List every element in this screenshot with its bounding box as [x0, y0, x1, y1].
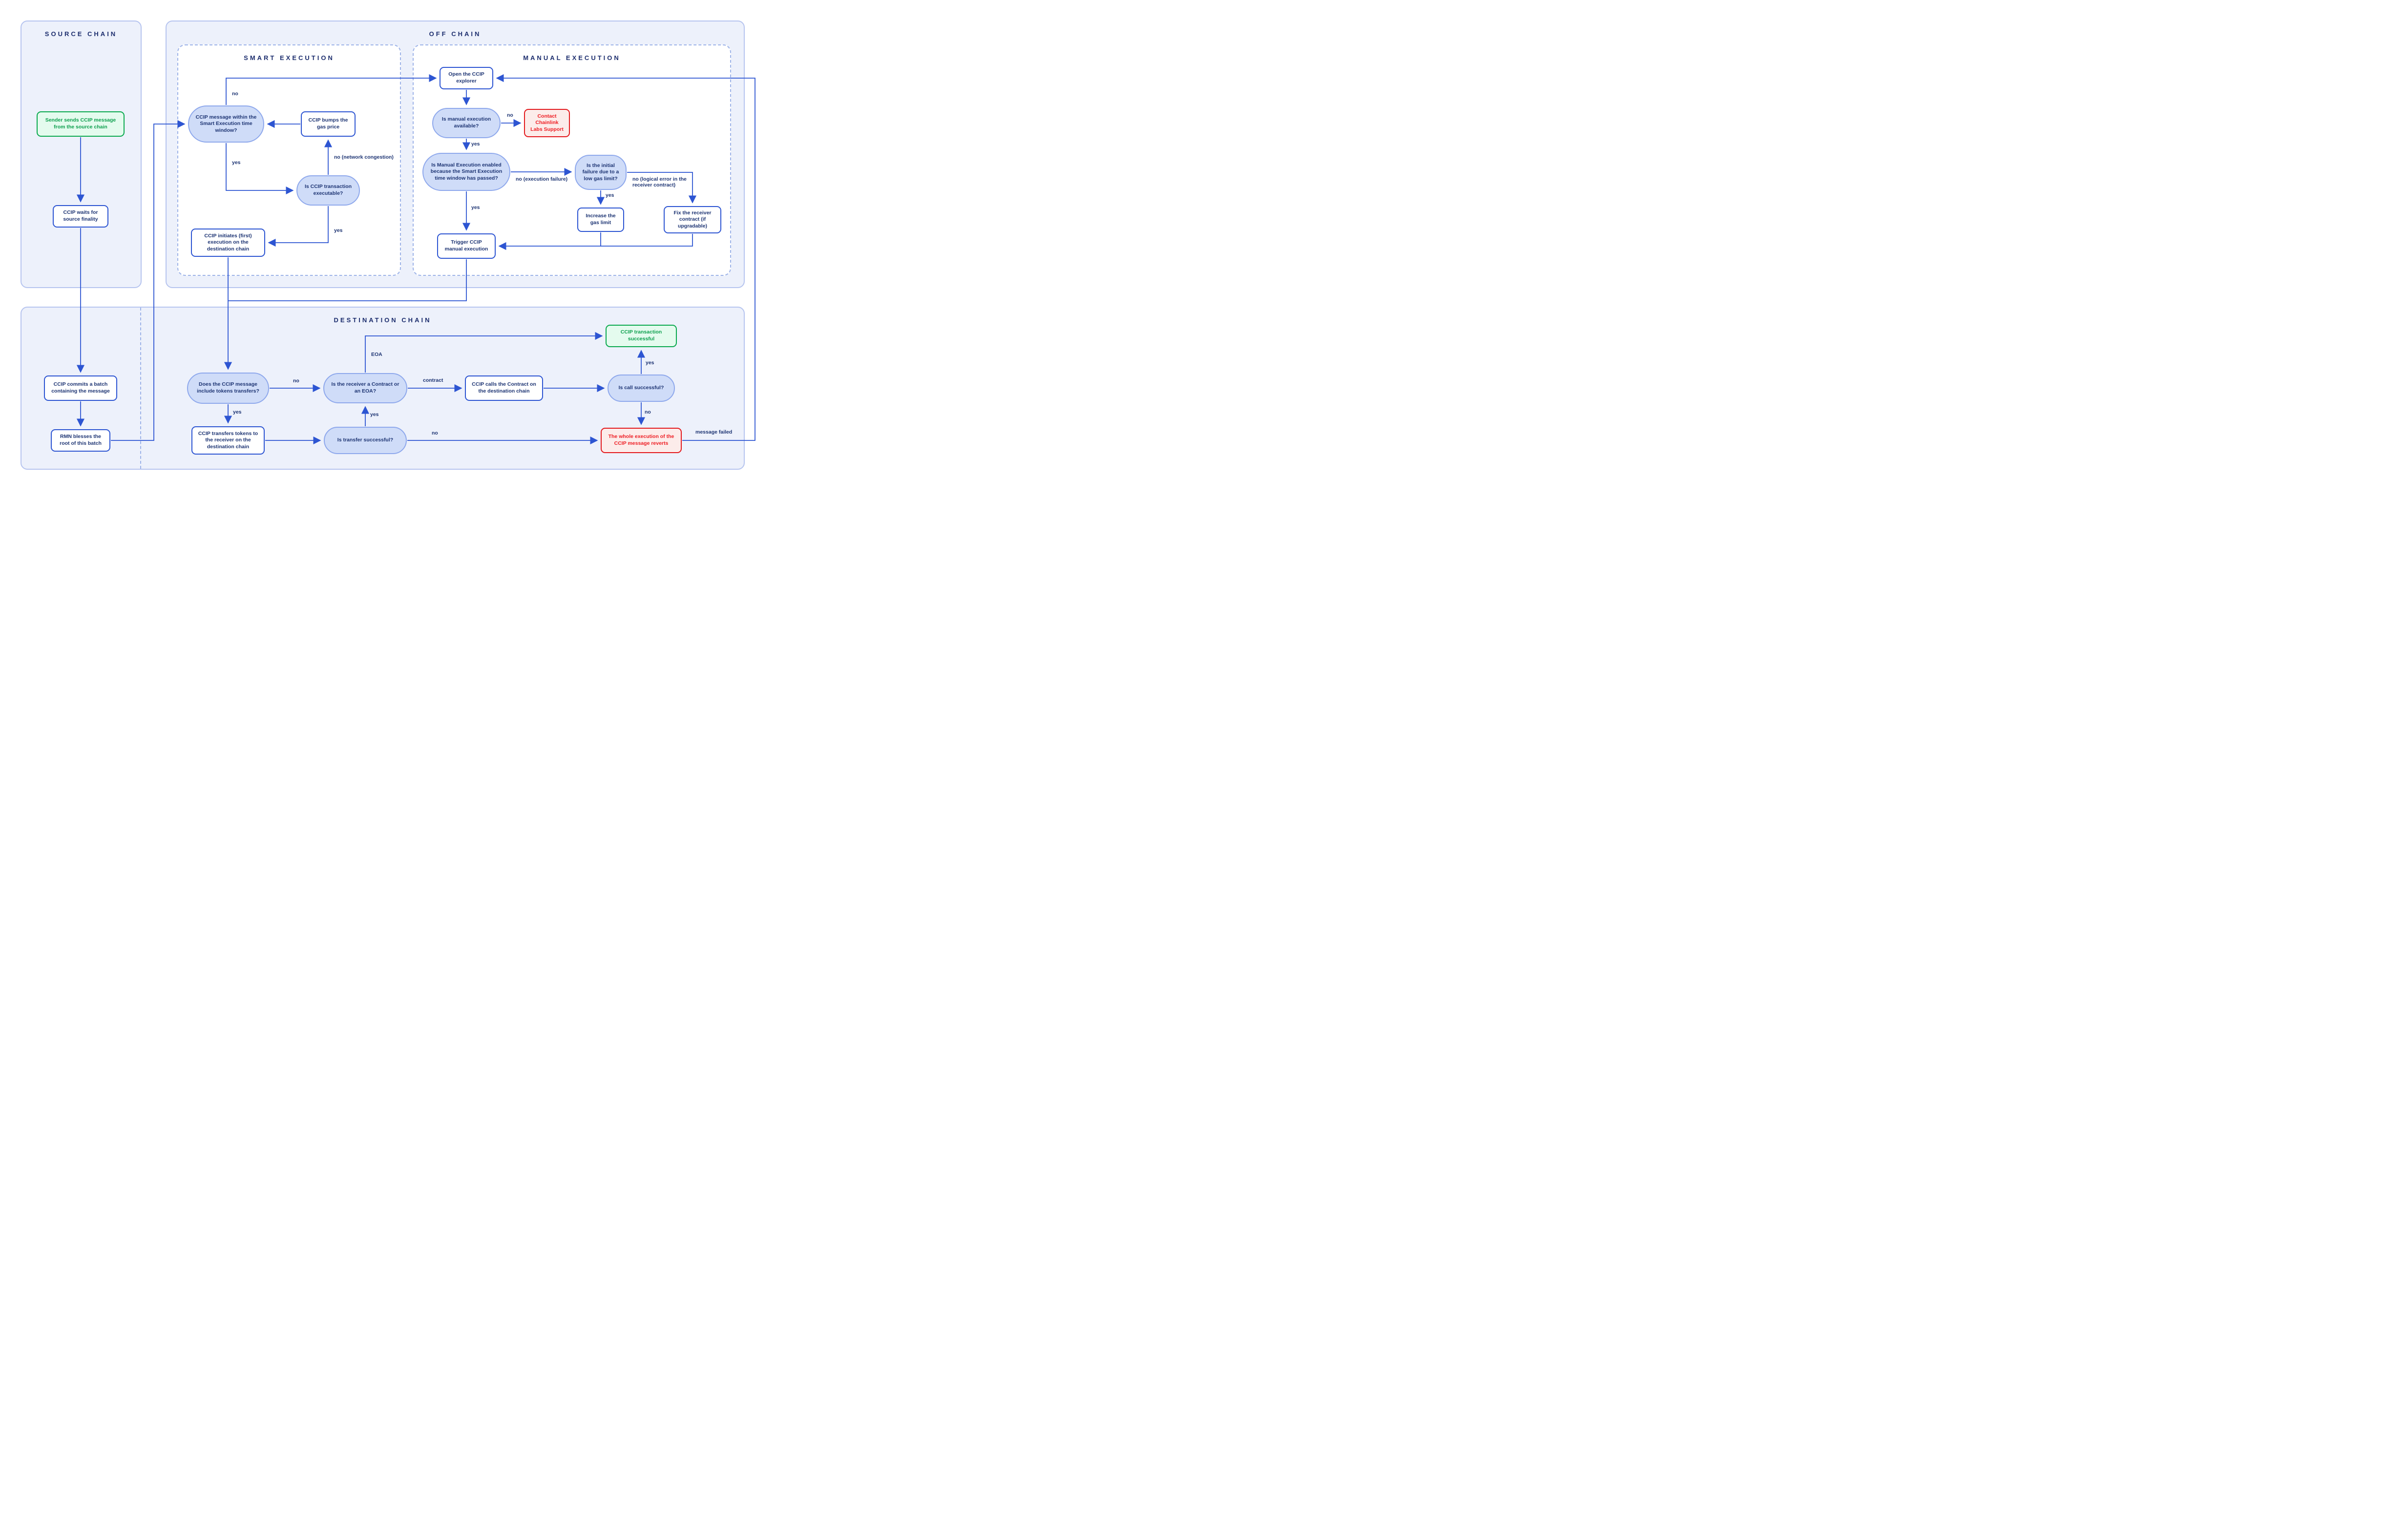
- label-manual-enabled-yes: yes: [471, 205, 480, 210]
- node-open-ccip-explorer: Open the CCIP explorer: [440, 67, 493, 89]
- node-ccip-initiates-execution: CCIP initiates (first) execution on the …: [191, 229, 265, 257]
- node-ccip-transfers-tokens: CCIP transfers tokens to the receiver on…: [191, 426, 265, 455]
- label-tokens-no: no: [293, 378, 299, 384]
- edge-receiver-eoa-to-success: [365, 332, 603, 373]
- label-manual-available-no: no: [507, 112, 513, 118]
- node-trigger-manual-execution: Trigger CCIP manual execution: [437, 233, 496, 259]
- decision-manual-execution-enabled: Is Manual Execution enabled because the …: [422, 153, 510, 191]
- label-contract: contract: [423, 377, 443, 383]
- off-chain-title: OFF CHAIN: [429, 30, 482, 38]
- node-rmn-blesses-root: RMN blesses the root of this batch: [51, 429, 110, 452]
- edge-trigger-to-junction: [228, 259, 467, 301]
- decision-receiver-contract-or-eoa: Is the receiver a Contract or an EOA?: [323, 373, 407, 403]
- node-ccip-commits-batch: CCIP commits a batch containing the mess…: [44, 375, 117, 401]
- decision-is-call-successful: Is call successful?: [608, 375, 675, 402]
- destination-chain-title: DESTINATION CHAIN: [334, 316, 432, 324]
- node-fix-receiver-contract: Fix the receiver contract (if upgradable…: [664, 206, 721, 233]
- label-eoa: EOA: [371, 352, 382, 357]
- edge-window-no-to-explorer: [226, 74, 437, 105]
- label-executable-yes: yes: [334, 228, 343, 233]
- node-whole-execution-reverts: The whole execution of the CCIP message …: [601, 428, 682, 453]
- edge-message-failed-to-explorer: [496, 74, 755, 441]
- smart-execution-title: SMART EXECUTION: [244, 54, 335, 62]
- label-manual-available-yes: yes: [471, 141, 480, 147]
- decision-within-smart-execution-window: CCIP message within the Smart Execution …: [188, 105, 264, 143]
- node-ccip-bumps-gas-price: CCIP bumps the gas price: [301, 111, 356, 137]
- edge-window-yes-to-executable: [226, 143, 294, 195]
- label-no-execution-failure: no (execution failure): [516, 176, 568, 182]
- label-call-yes: yes: [646, 360, 654, 366]
- label-message-failed: message failed: [695, 429, 733, 435]
- decision-is-transfer-successful: Is transfer successful?: [324, 427, 407, 454]
- manual-execution-title: MANUAL EXECUTION: [523, 54, 621, 62]
- label-no-network-congestion: no (network congestion): [334, 154, 394, 160]
- edge-fix-to-trigger: [498, 234, 693, 250]
- decision-initial-failure-low-gas: Is the initial failure due to a low gas …: [575, 155, 627, 190]
- node-sender-sends-message: Sender sends CCIP message from the sourc…: [37, 111, 125, 137]
- label-transfer-no: no: [432, 430, 438, 436]
- flow-connectors: [76, 74, 755, 445]
- label-window-yes: yes: [232, 160, 241, 166]
- decision-includes-token-transfers: Does the CCIP message include tokens tra…: [187, 373, 269, 404]
- label-initial-failure-yes: yes: [606, 192, 614, 198]
- edge-executable-yes-to-initiates: [268, 206, 329, 247]
- node-increase-gas-limit: Increase the gas limit: [577, 208, 624, 232]
- label-tokens-yes: yes: [233, 409, 242, 415]
- source-chain-title: SOURCE CHAIN: [44, 30, 118, 38]
- node-contact-chainlink-labs-support: Contact Chainlink Labs Support: [524, 109, 570, 137]
- edge-rmn-to-window: [111, 120, 186, 441]
- node-ccip-calls-contract: CCIP calls the Contract on the destinati…: [465, 375, 543, 401]
- label-call-no: no: [645, 409, 651, 415]
- label-window-no: no: [232, 91, 238, 97]
- panel-source-chain: SOURCE CHAIN: [21, 21, 142, 288]
- ccip-execution-flowchart: SOURCE CHAIN OFF CHAIN SMART EXECUTION M…: [0, 0, 766, 493]
- edge-failure-no-to-fix: [627, 172, 697, 204]
- label-transfer-yes: yes: [370, 412, 379, 417]
- node-transaction-successful: CCIP transaction successful: [606, 325, 677, 347]
- label-no-logical-error: no (logical error in the receiver contra…: [632, 176, 687, 188]
- decision-manual-execution-available: Is manual execution available?: [432, 108, 501, 138]
- decision-is-transaction-executable: Is CCIP transaction executable?: [296, 175, 360, 206]
- node-ccip-waits-source-finality: CCIP waits for source finality: [53, 205, 108, 228]
- destination-panel-dashed-divider: [140, 308, 141, 469]
